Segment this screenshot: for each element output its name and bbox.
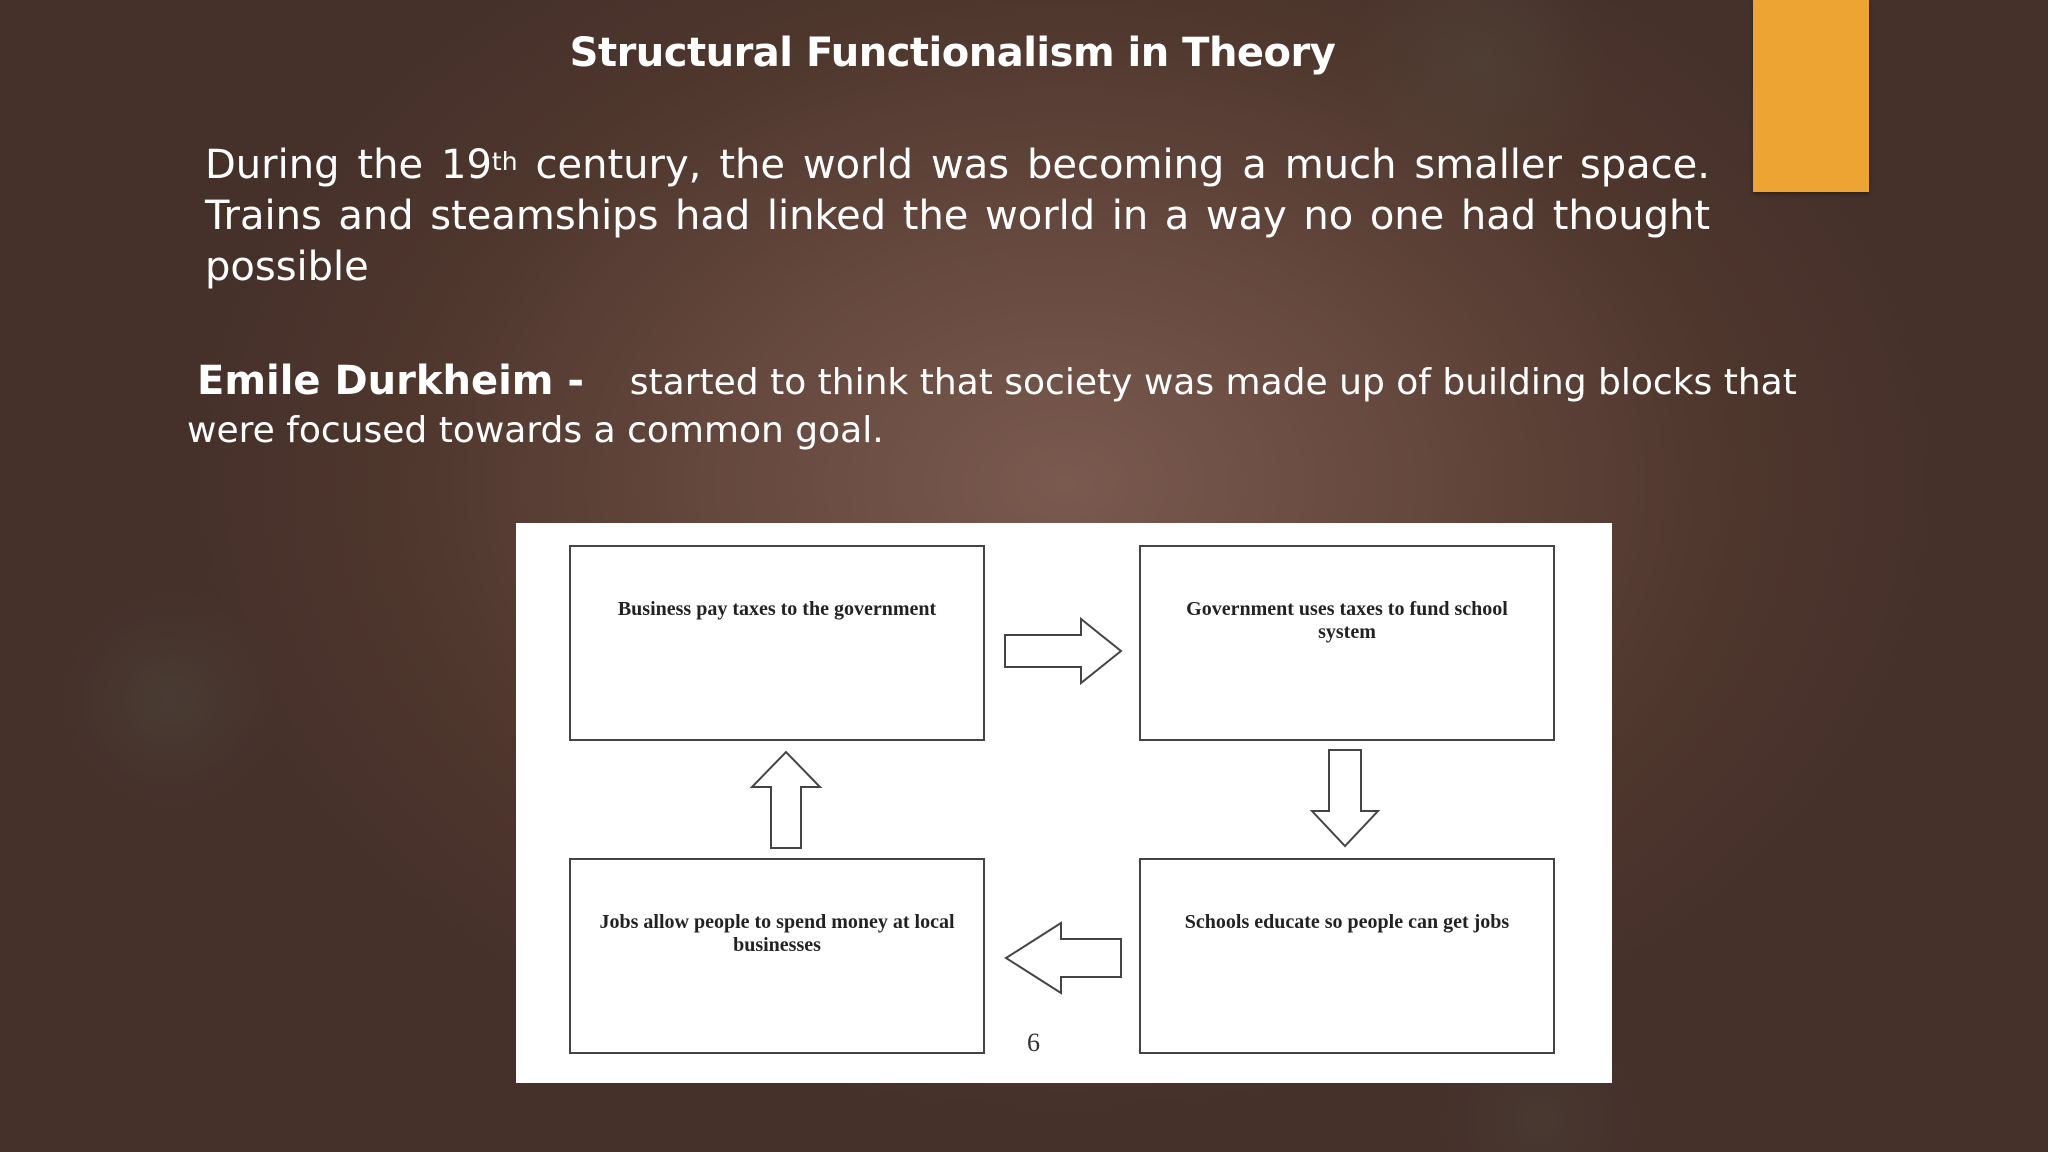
intro-superscript: th <box>491 147 518 176</box>
diagram-shapes <box>569 545 1555 1054</box>
intro-text-start: During the 19 <box>205 142 492 188</box>
arrow-left-icon <box>1004 921 1122 995</box>
box-label-government: Government uses taxes to fund school sys… <box>1186 598 1508 643</box>
durkheim-name: Emile Durkheim - <box>197 358 585 404</box>
arrow-up-icon <box>749 750 823 849</box>
slide-title: Structural Functionalism in Theory <box>569 30 1336 76</box>
intro-paragraph: During the 19th century, the world was b… <box>205 140 1710 293</box>
intro-text-end: century, the world was becoming a much s… <box>205 142 1710 290</box>
box-label-jobs: Jobs allow people to spend money at loca… <box>599 911 955 956</box>
box-government-schools <box>1139 545 1555 741</box>
page-number: 6 <box>1027 1028 1040 1057</box>
arrow-right-icon <box>1004 616 1123 686</box>
box-label-business: Business pay taxes to the government <box>617 598 937 620</box>
durkheim-paragraph: Emile Durkheim - started to think that s… <box>187 357 1887 455</box>
cycle-diagram: Business pay taxes to the government Gov… <box>516 523 1612 1083</box>
durkheim-text: started to think that society was made u… <box>187 362 1797 451</box>
box-business-taxes <box>569 545 985 741</box>
box-schools-jobs <box>1139 858 1555 1054</box>
box-label-schools: Schools educate so people can get jobs <box>1184 911 1510 933</box>
box-jobs-spending <box>569 858 985 1054</box>
accent-bar <box>1753 0 1869 192</box>
arrow-down-icon <box>1309 749 1381 848</box>
